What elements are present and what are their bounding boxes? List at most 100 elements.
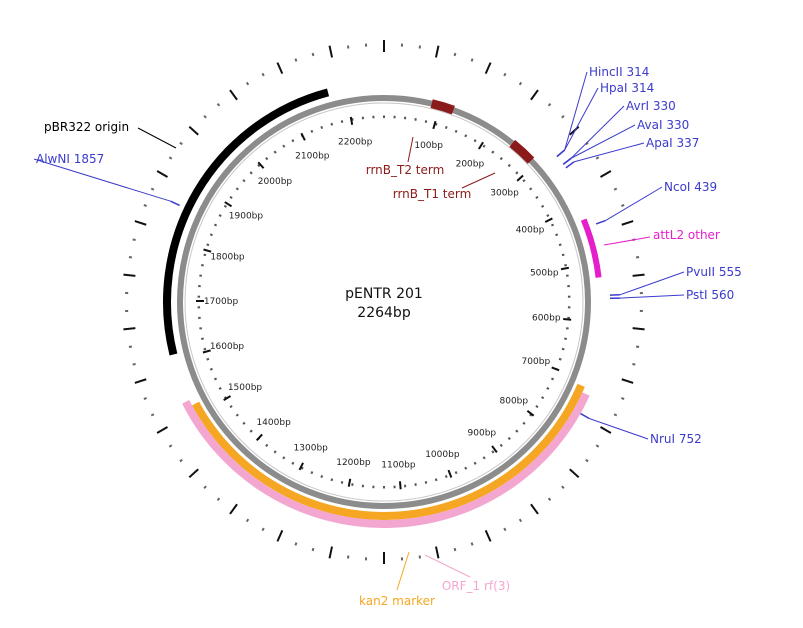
outer-major-tick bbox=[621, 378, 634, 384]
outer-minor-tick bbox=[453, 547, 457, 552]
restriction-site-mark bbox=[556, 149, 566, 158]
outer-minor-tick bbox=[547, 102, 552, 107]
inner-tick bbox=[206, 357, 210, 361]
outer-tick-ring bbox=[123, 40, 645, 564]
outer-minor-tick bbox=[132, 362, 136, 366]
inner-major-tick bbox=[432, 120, 437, 130]
feature-leader-line bbox=[461, 172, 496, 189]
outer-major-tick bbox=[569, 125, 580, 136]
outer-minor-tick bbox=[168, 156, 173, 160]
feature-label: attL2 other bbox=[653, 228, 720, 242]
feature-leader-line bbox=[424, 554, 471, 578]
inner-tick bbox=[561, 253, 565, 257]
inner-major-tick bbox=[347, 478, 352, 487]
inner-tick bbox=[330, 122, 334, 126]
outer-major-tick bbox=[632, 327, 645, 331]
restriction-leader-line bbox=[605, 186, 663, 221]
position-label: 600bp bbox=[532, 313, 561, 323]
feature-arc-terminator bbox=[509, 139, 535, 164]
inner-tick bbox=[249, 171, 253, 175]
inner-tick bbox=[203, 347, 207, 351]
inner-tick bbox=[499, 156, 503, 161]
restriction-leader-line bbox=[570, 124, 636, 159]
inner-tick bbox=[209, 233, 213, 237]
feature-arc-attL2 bbox=[580, 218, 602, 278]
inner-major-tick bbox=[257, 161, 265, 169]
feature-label: rrnB_T1 term bbox=[393, 187, 472, 201]
position-label: 100bp bbox=[414, 141, 443, 151]
outer-minor-tick bbox=[168, 444, 173, 448]
inner-tick bbox=[249, 429, 253, 433]
inner-major-tick bbox=[349, 116, 354, 126]
inner-tick bbox=[491, 150, 495, 154]
restriction-site-label: PvuII 555 bbox=[686, 265, 742, 279]
position-label: 1300bp bbox=[294, 444, 329, 454]
inner-tick bbox=[522, 179, 526, 183]
inner-tick bbox=[424, 120, 428, 124]
inner-major-tick bbox=[478, 141, 484, 150]
position-label: 700bp bbox=[522, 357, 551, 367]
inner-major-tick bbox=[551, 366, 560, 372]
inner-tick bbox=[265, 443, 269, 448]
inner-tick bbox=[522, 421, 526, 425]
outer-minor-tick bbox=[518, 81, 523, 86]
outer-minor-tick bbox=[632, 362, 636, 366]
inner-tick bbox=[507, 163, 511, 168]
outer-minor-tick bbox=[179, 458, 183, 463]
outer-minor-tick bbox=[203, 114, 207, 119]
inner-major-tick bbox=[202, 349, 211, 354]
outer-major-tick bbox=[134, 220, 147, 226]
outer-major-tick bbox=[484, 62, 492, 75]
outer-minor-tick bbox=[143, 396, 148, 400]
outer-minor-tick bbox=[128, 345, 133, 348]
position-label: 300bp bbox=[490, 188, 519, 198]
feature-leader-line bbox=[603, 236, 651, 246]
restriction-leader-line bbox=[573, 142, 645, 163]
inner-major-tick bbox=[447, 469, 453, 478]
outer-major-tick bbox=[229, 503, 238, 515]
inner-major-tick bbox=[224, 201, 233, 208]
inner-tick bbox=[473, 139, 477, 143]
inner-major-tick bbox=[516, 174, 524, 182]
inner-tick bbox=[291, 461, 295, 465]
position-label: 2200bp bbox=[338, 138, 373, 148]
outer-major-tick bbox=[123, 273, 136, 277]
restriction-site-mark bbox=[565, 161, 575, 169]
inner-tick bbox=[223, 204, 227, 208]
feature-label: rrnB_T2 term bbox=[366, 163, 445, 177]
inner-tick bbox=[558, 357, 562, 361]
inner-tick bbox=[515, 429, 519, 433]
outer-major-tick bbox=[530, 503, 539, 515]
outer-major-tick bbox=[328, 546, 334, 559]
inner-tick bbox=[499, 443, 503, 448]
inner-tick bbox=[209, 367, 213, 371]
outer-minor-tick bbox=[635, 256, 640, 259]
inner-tick bbox=[444, 126, 448, 130]
restriction-leader-line bbox=[570, 105, 625, 159]
restriction-site-label: AvrI 330 bbox=[626, 99, 676, 113]
inner-tick bbox=[229, 405, 233, 409]
inner-tick bbox=[482, 456, 486, 460]
inner-tick bbox=[541, 396, 545, 400]
restriction-leader-line bbox=[619, 271, 685, 296]
outer-minor-tick bbox=[294, 58, 298, 62]
inner-tick bbox=[546, 386, 550, 390]
outer-minor-tick bbox=[470, 542, 474, 546]
inner-tick bbox=[300, 466, 304, 470]
outer-major-tick bbox=[530, 89, 539, 101]
feature-arc-kan bbox=[192, 383, 585, 520]
inner-tick bbox=[546, 214, 550, 218]
inner-tick bbox=[320, 474, 324, 478]
outer-minor-tick bbox=[245, 81, 250, 86]
outer-major-tick bbox=[569, 468, 580, 479]
inner-tick bbox=[206, 243, 210, 247]
position-label: 1800bp bbox=[210, 252, 245, 262]
restriction-site-mark bbox=[170, 200, 180, 207]
feature-leader-line bbox=[396, 551, 410, 591]
restriction-site-label: HincII 314 bbox=[589, 65, 649, 79]
outer-minor-tick bbox=[503, 72, 507, 77]
outer-minor-tick bbox=[561, 485, 565, 490]
outer-minor-tick bbox=[294, 542, 298, 546]
inner-major-tick bbox=[526, 410, 535, 417]
